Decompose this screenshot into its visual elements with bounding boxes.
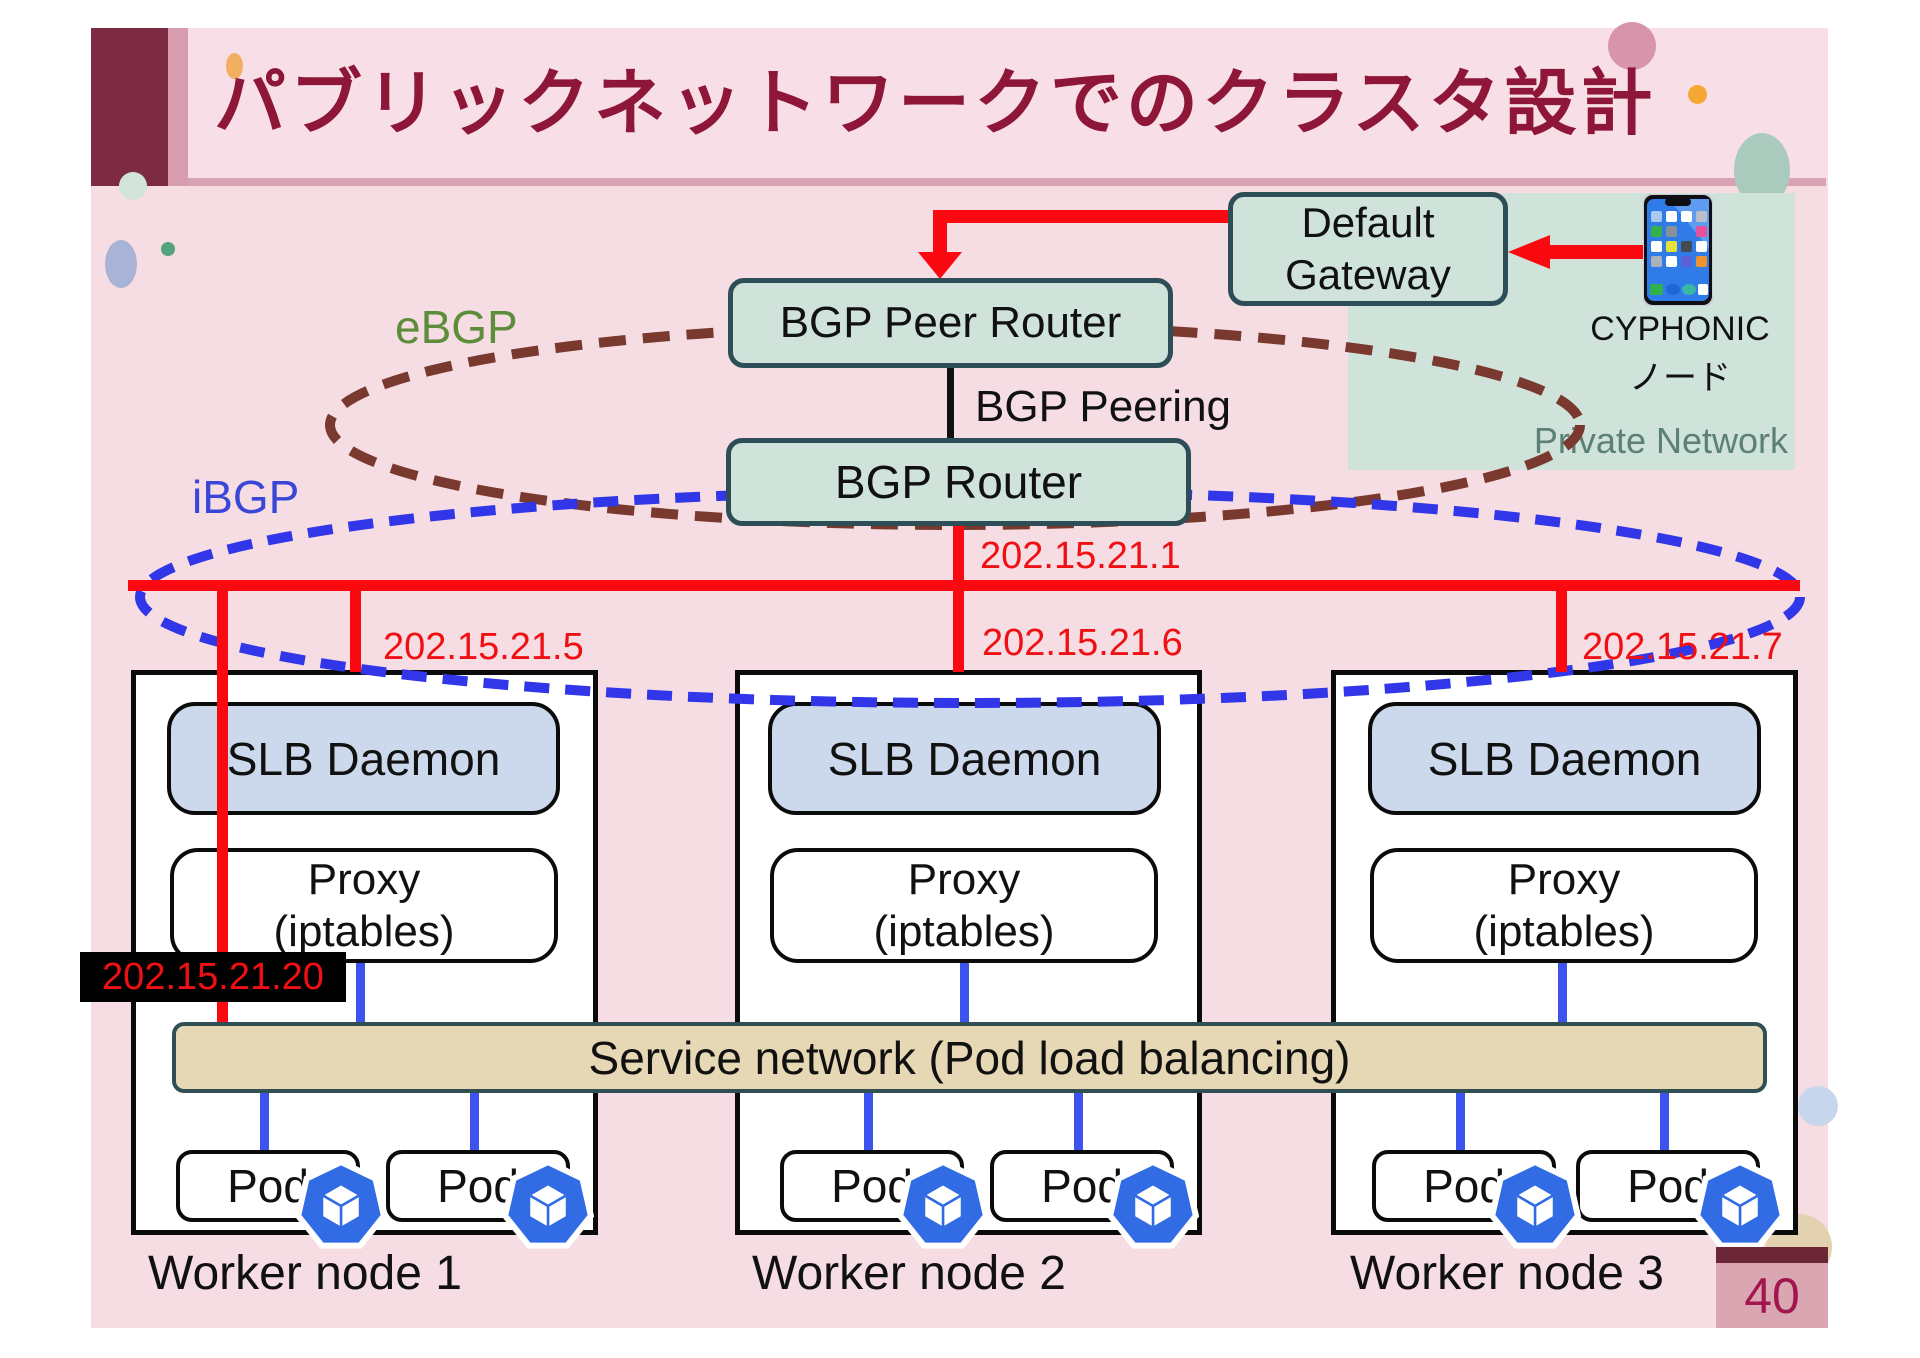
network-bus-line (128, 580, 1800, 591)
service-pod-connector (1660, 1093, 1669, 1152)
decorative-circle-icon (105, 240, 137, 288)
title-mauve-stripe (168, 28, 188, 186)
bgp-peer-router-box: BGP Peer Router (728, 278, 1173, 368)
worker-node-3-label: Worker node 3 (1350, 1247, 1664, 1300)
decorative-dot-icon (161, 242, 175, 256)
node1-drop-line (350, 580, 361, 672)
service-pod-connector (864, 1093, 873, 1152)
gateway-arrowhead-icon (918, 252, 962, 279)
service-pod-connector (1074, 1093, 1083, 1152)
gateway-arrow-horizontal (935, 210, 1228, 223)
kubernetes-icon (501, 1158, 595, 1249)
gateway-arrow-vertical (933, 210, 947, 252)
proxy-iptables-box: Proxy (iptables) (1370, 848, 1758, 963)
router-ip-label: 202.15.21.1 (980, 535, 1181, 577)
title-band (188, 28, 1828, 178)
page-number-badge: 40 (1716, 1263, 1828, 1328)
kubernetes-icon (1106, 1158, 1200, 1249)
proxy-service-connector (960, 963, 969, 1022)
default-gateway-line2: Gateway (1285, 251, 1451, 298)
bgp-peering-connector (947, 368, 954, 438)
service-vip-label: 202.15.21.20 (80, 952, 346, 1002)
service-network-bar: Service network (Pod load balancing) (172, 1022, 1767, 1093)
decorative-dot-icon (226, 53, 243, 79)
worker-node-1-label: Worker node 1 (148, 1247, 462, 1300)
default-gateway-box: Default Gateway (1228, 192, 1508, 306)
router-node2-drop-line (953, 526, 964, 672)
bgp-peering-label: BGP Peering (975, 382, 1232, 431)
vip-drop-line (217, 580, 228, 1022)
service-pod-connector (260, 1093, 269, 1152)
phone-arrowhead-icon (1508, 235, 1550, 269)
slb-daemon-box: SLB Daemon (768, 702, 1161, 815)
title-underline-rule (91, 178, 1826, 186)
smartphone-icon (1643, 194, 1713, 306)
kubernetes-icon (896, 1158, 990, 1249)
default-gateway-line1: Default (1301, 199, 1435, 246)
proxy-iptables-box: Proxy (iptables) (170, 848, 558, 963)
slb-daemon-box: SLB Daemon (1368, 702, 1761, 815)
decorative-circle-icon (1798, 1086, 1838, 1126)
worker-node-2-label: Worker node 2 (752, 1247, 1066, 1300)
proxy-label: Proxy (1507, 854, 1621, 904)
kubernetes-icon (1693, 1158, 1787, 1249)
cyphonic-node-sublabel: ノード (1629, 359, 1731, 397)
title-maroon-block (91, 28, 168, 186)
proxy-service-connector (356, 963, 365, 1022)
proxy-label: Proxy (307, 854, 421, 904)
proxy-iptables-box: Proxy (iptables) (770, 848, 1158, 963)
service-pod-connector (1456, 1093, 1465, 1152)
phone-arrow-line (1548, 245, 1643, 259)
proxy-sublabel: (iptables) (1473, 906, 1655, 956)
proxy-sublabel: (iptables) (273, 906, 455, 956)
decorative-circle-icon (1608, 22, 1656, 70)
ibgp-label: iBGP (192, 471, 300, 523)
proxy-label: Proxy (907, 854, 1021, 904)
page-title: パブリックネットワークでのクラスタ設計 (214, 64, 1657, 144)
kubernetes-icon (294, 1158, 388, 1249)
decorative-circle-icon (119, 172, 147, 200)
page-badge-bar (1716, 1247, 1828, 1263)
node3-ip-label: 202.15.21.7 (1582, 626, 1783, 668)
node2-ip-label: 202.15.21.6 (982, 622, 1183, 664)
proxy-sublabel: (iptables) (873, 906, 1055, 956)
service-pod-connector (470, 1093, 479, 1152)
cyphonic-node-label: CYPHONIC (1590, 310, 1770, 348)
private-network-label: Private Network (1533, 420, 1788, 461)
ebgp-label: eBGP (395, 301, 518, 353)
node3-drop-line (1556, 580, 1567, 672)
node1-ip-label: 202.15.21.5 (383, 626, 584, 668)
bgp-router-box: BGP Router (726, 438, 1191, 526)
kubernetes-icon (1488, 1158, 1582, 1249)
decorative-dot-icon (1688, 85, 1707, 104)
proxy-service-connector (1558, 963, 1567, 1022)
